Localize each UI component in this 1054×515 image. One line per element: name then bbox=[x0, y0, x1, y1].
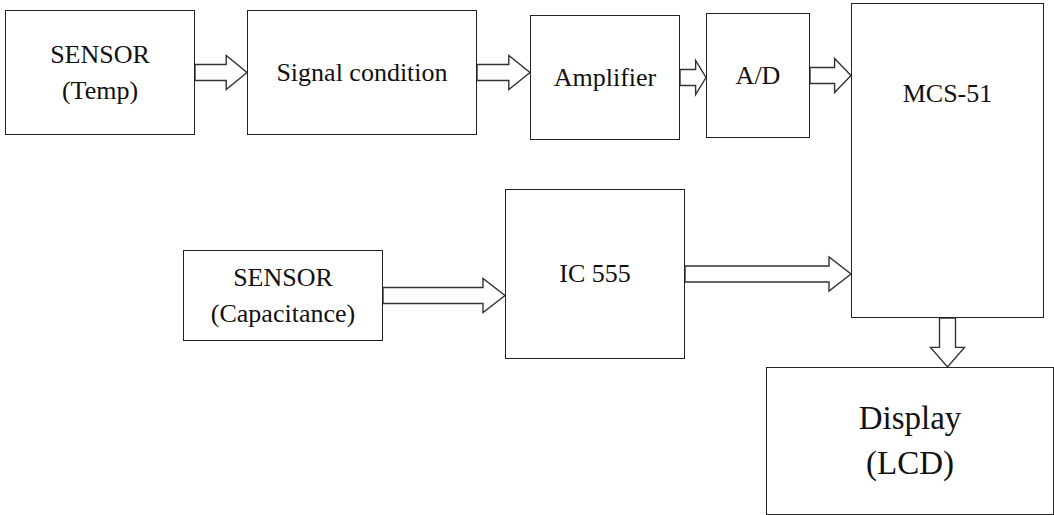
box-label: SENSOR (Capacitance) bbox=[211, 260, 355, 330]
block-arrow bbox=[383, 279, 505, 313]
sensor-box: SENSOR (Capacitance) bbox=[183, 250, 383, 341]
block-arrow bbox=[477, 56, 530, 90]
block-arrow bbox=[810, 59, 851, 93]
process-box: IC 555 bbox=[505, 189, 685, 359]
box-label: Amplifier bbox=[554, 60, 657, 95]
display-box: Display (LCD) bbox=[766, 367, 1054, 515]
controller-box: MCS-51 bbox=[851, 3, 1044, 318]
process-box: Signal condition bbox=[247, 10, 477, 135]
block-arrow bbox=[685, 257, 851, 291]
block-arrow bbox=[195, 56, 247, 90]
box-label: MCS-51 bbox=[903, 76, 993, 111]
box-label: IC 555 bbox=[559, 256, 631, 291]
block-arrow bbox=[931, 318, 965, 367]
process-box: Amplifier bbox=[530, 15, 680, 140]
box-label: Display (LCD) bbox=[859, 396, 962, 485]
process-box: A/D bbox=[706, 13, 810, 138]
box-label: Signal condition bbox=[276, 55, 447, 90]
block-arrow bbox=[680, 61, 706, 95]
sensor-box: SENSOR (Temp) bbox=[5, 10, 195, 135]
box-label: A/D bbox=[736, 58, 781, 93]
box-label: SENSOR (Temp) bbox=[50, 37, 150, 107]
